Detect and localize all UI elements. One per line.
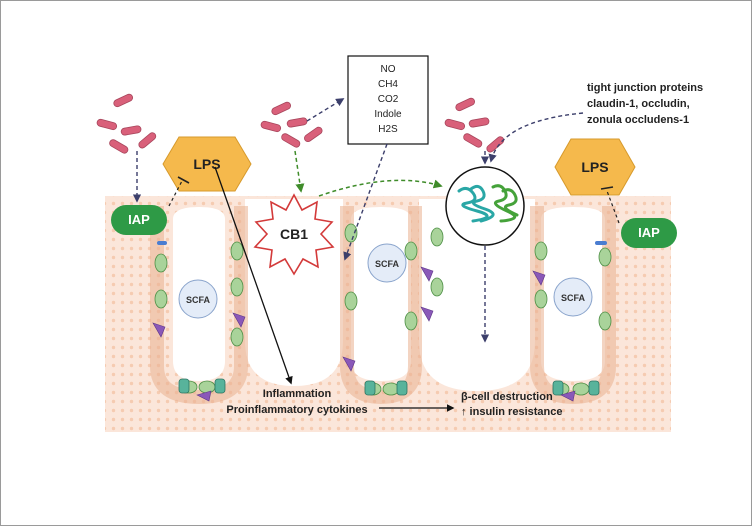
svg-text:claudin-1, occludin,: claudin-1, occludin,	[587, 98, 690, 110]
gas-item-co2: CO2	[378, 94, 399, 105]
solid-arrows	[214, 166, 455, 412]
inhibition-lines	[168, 178, 620, 224]
gas-item-indole: Indole	[374, 109, 402, 120]
inhibition-bars	[177, 176, 614, 190]
cytokines-label: Proinflammatory cytokines	[226, 404, 367, 416]
iap-pill-right: IAP	[621, 218, 677, 248]
bacteria-cluster-middle	[260, 101, 323, 148]
svg-text:zonula occludens-1: zonula occludens-1	[587, 114, 689, 126]
scfa-circle-3: SCFA	[553, 277, 593, 317]
metabolite-gas-box: NO CH4 CO2 Indole H2S	[347, 55, 429, 145]
iap-pill-left: IAP	[111, 205, 167, 235]
lps-hexagon-left: LPS	[162, 136, 252, 192]
svg-text:LPS: LPS	[193, 156, 220, 172]
svg-text:SCFA: SCFA	[375, 259, 400, 269]
inflammation-label: Inflammation	[263, 388, 332, 400]
bacteria-cluster-left	[96, 93, 157, 154]
bacteria-cluster-right	[444, 97, 505, 153]
svg-text:IAP: IAP	[128, 212, 150, 227]
lps-hexagon-right: LPS	[554, 138, 636, 196]
svg-text:LPS: LPS	[581, 159, 608, 175]
green-dashed-arrows	[294, 150, 443, 197]
svg-text:CB1: CB1	[280, 226, 308, 242]
svg-text:tight junction proteins: tight junction proteins	[587, 82, 703, 94]
cb1-receptor: CB1	[253, 193, 335, 276]
gas-item-ch4: CH4	[378, 79, 398, 90]
tight-junction-zoom	[445, 166, 525, 246]
gas-item-no: NO	[381, 64, 396, 75]
insulin-resistance-label: ↑ insulin resistance	[461, 406, 562, 418]
svg-text:SCFA: SCFA	[561, 293, 586, 303]
scfa-circle-2: SCFA	[367, 243, 407, 283]
gas-item-h2s: H2S	[378, 124, 398, 135]
outcome-labels: Inflammation Proinflammatory cytokines β…	[226, 388, 562, 418]
scfa-circle-1: SCFA	[178, 279, 218, 319]
svg-text:SCFA: SCFA	[186, 295, 211, 305]
beta-cell-label: β-cell destruction	[461, 391, 553, 403]
svg-text:IAP: IAP	[638, 225, 660, 240]
dashed-arrows	[132, 98, 584, 343]
epithelial-cells	[152, 223, 612, 402]
tight-junction-label: tight junction proteins claudin-1, occlu…	[587, 82, 703, 126]
